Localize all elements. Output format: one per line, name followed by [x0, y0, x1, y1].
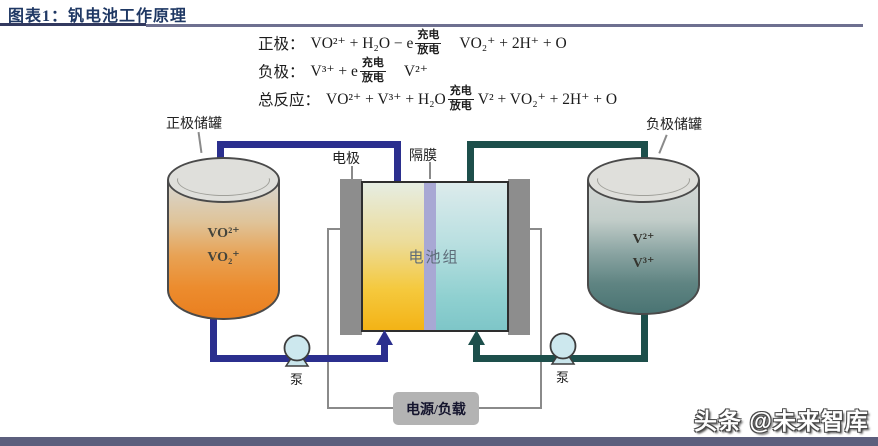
- discharge-text: 放电: [417, 43, 440, 56]
- pipe-teal-cell-inlet: [473, 344, 480, 362]
- electrode-label: 电极: [332, 152, 360, 167]
- pipe-blue-cell-inlet: [381, 344, 388, 362]
- equation-lhs: VO²⁺ + V³⁺ + H₂O: [326, 90, 446, 108]
- charge-text: 充电: [359, 57, 386, 72]
- power-load-box: 电源/负载: [393, 392, 479, 425]
- left-tank-species-2: VO₂⁺: [207, 249, 240, 265]
- membrane-label: 隔膜: [409, 149, 437, 164]
- wire-left-bottom: [327, 407, 393, 409]
- wire-right-bottom: [479, 407, 542, 409]
- left-pump-icon: [283, 334, 311, 367]
- left-tank-label: 正极储罐: [166, 117, 222, 132]
- charge-discharge-fraction: 充电 放电: [359, 57, 386, 84]
- discharge-text: 放电: [361, 71, 384, 84]
- left-tank-leader-line: [197, 131, 202, 154]
- pipe-teal-cell-outlet: [467, 141, 474, 181]
- membrane-leader-line: [429, 162, 431, 179]
- header-rule-light: [146, 24, 863, 27]
- wire-right-top: [530, 228, 542, 230]
- negative-chamber: [436, 183, 507, 330]
- right-tank: [587, 180, 700, 315]
- power-load-label: 电源/负载: [406, 402, 466, 418]
- wire-left-top: [328, 228, 340, 230]
- equation-rhs: VO₂⁺ + 2H⁺ + O: [459, 34, 567, 52]
- charge-discharge-fraction: 充电 放电: [447, 85, 474, 112]
- equation-label: 负极：: [258, 64, 305, 81]
- charge-text: 充电: [447, 85, 474, 100]
- reaction-equations: 正极： VO²⁺ + H₂O − e 充电 放电 VO₂⁺ + 2H⁺ + O …: [258, 29, 617, 113]
- equation-label: 正极：: [258, 36, 305, 53]
- pipe-blue-cell-outlet: [394, 141, 401, 181]
- electrode-leader-line: [351, 166, 353, 179]
- right-tank-species-2: V³⁺: [632, 255, 655, 271]
- left-tank: [167, 180, 280, 320]
- equation-rhs: V² + VO₂⁺ + 2H⁺ + O: [477, 90, 618, 108]
- right-tank-species-1: V²⁺: [632, 232, 655, 247]
- equation-label: 总反应：: [258, 92, 321, 109]
- arrow-into-cell-right-icon: [468, 330, 485, 345]
- equation-positive: 正极： VO²⁺ + H₂O − e 充电 放电 VO₂⁺ + 2H⁺ + O: [258, 29, 617, 57]
- footer-bar: [0, 437, 878, 446]
- charge-discharge-fraction: 充电 放电: [415, 29, 442, 56]
- pipe-blue-top-horizontal: [217, 141, 401, 148]
- equation-lhs: V³⁺ + e: [310, 62, 358, 80]
- right-pump-label: 泵: [556, 370, 570, 385]
- equation-overall: 总反应： VO²⁺ + V³⁺ + H₂O 充电 放电 V² + VO₂⁺ + …: [258, 85, 617, 113]
- right-electrode-bar: [508, 179, 530, 335]
- equation-rhs: V²⁺: [403, 62, 428, 80]
- membrane-strip: [424, 183, 436, 330]
- cell-stack-label: 电池组: [408, 250, 460, 266]
- left-tank-species-1: VO²⁺: [207, 226, 240, 241]
- left-tank-species: VO²⁺ VO₂⁺: [167, 222, 280, 270]
- positive-chamber: [363, 183, 424, 330]
- wire-right-vertical: [540, 228, 542, 409]
- right-tank-leader-line: [658, 134, 668, 154]
- wire-left-vertical: [327, 228, 329, 409]
- pipe-teal-tank-outlet: [641, 312, 648, 362]
- pipe-blue-tank-outlet: [210, 316, 217, 362]
- cell-stack: [361, 181, 509, 332]
- watermark: 头条 @未来智库: [694, 408, 869, 434]
- right-tank-species: V²⁺ V³⁺: [587, 228, 700, 276]
- equation-negative: 负极： V³⁺ + e 充电 放电 V²⁺: [258, 57, 617, 85]
- header-rule-dark: [0, 23, 146, 26]
- pipe-teal-top-horizontal: [467, 141, 648, 148]
- right-tank-label: 负极储罐: [646, 118, 702, 133]
- left-pump-label: 泵: [290, 372, 304, 387]
- arrow-into-cell-left-icon: [376, 330, 393, 345]
- charge-text: 充电: [415, 29, 442, 44]
- equation-lhs: VO²⁺ + H₂O − e: [310, 34, 414, 52]
- right-pump-icon: [549, 332, 577, 365]
- page-title: 图表1：钒电池工作原理: [8, 8, 188, 25]
- left-electrode-bar: [340, 179, 362, 335]
- discharge-text: 放电: [449, 99, 472, 112]
